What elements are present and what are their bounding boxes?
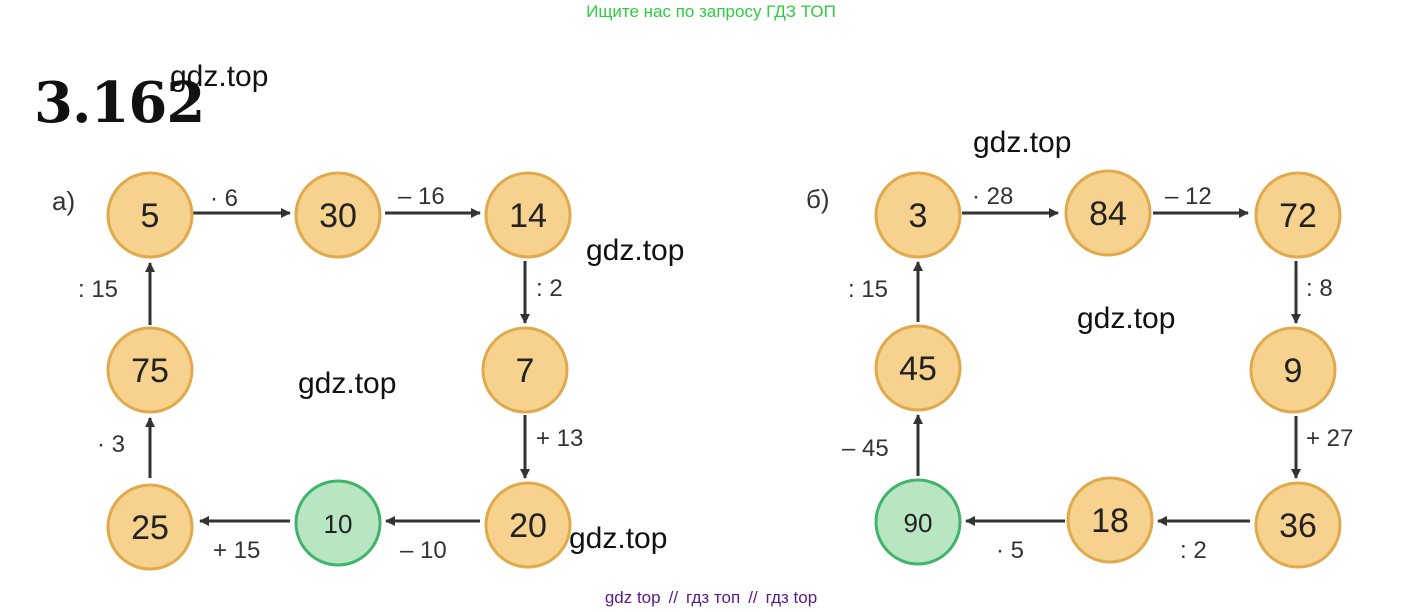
op-label: + 15	[213, 537, 260, 564]
node: 18	[1066, 476, 1154, 564]
watermark: gdz.top	[1077, 302, 1176, 335]
node: 7	[481, 326, 569, 414]
watermark: gdz.top	[973, 126, 1072, 159]
svg-text:3: 3	[909, 197, 928, 235]
part-b-label: б)	[806, 184, 830, 214]
node: 3	[874, 171, 962, 259]
op-label: – 16	[398, 183, 445, 210]
svg-text:72: 72	[1279, 197, 1317, 235]
svg-text:10: 10	[324, 509, 353, 539]
svg-text:75: 75	[131, 352, 169, 390]
node: 20	[484, 481, 572, 569]
diagram-a: а) · 6 – 16 : 2 + 13 – 10 + 15 · 3 : 15 …	[52, 171, 583, 571]
node: 30	[294, 171, 382, 259]
op-label: + 13	[536, 425, 583, 452]
svg-text:84: 84	[1089, 195, 1127, 233]
svg-text:45: 45	[899, 350, 937, 388]
footer-link[interactable]: gdz top	[604, 588, 661, 607]
svg-text:5: 5	[141, 197, 160, 235]
svg-text:18: 18	[1091, 502, 1129, 540]
node: 36	[1254, 481, 1342, 569]
problem-number: 3.162	[34, 70, 205, 136]
node: 14	[484, 171, 572, 259]
svg-text:20: 20	[509, 507, 547, 545]
svg-text:90: 90	[904, 508, 933, 538]
svg-text:30: 30	[319, 197, 357, 235]
footer-separator: //	[668, 588, 679, 607]
footer-link[interactable]: гдз top	[765, 588, 818, 607]
footer-separator: //	[748, 588, 758, 607]
part-a-label: а)	[52, 186, 75, 216]
watermark: gdz.top	[298, 367, 397, 400]
op-label: : 15	[78, 276, 118, 303]
node: 5	[106, 171, 194, 259]
footer: gdz top // гдз топ // гдз top	[0, 588, 1422, 608]
node: 72	[1254, 171, 1342, 259]
diagram-b: б) · 28 – 12 : 8 + 27 : 2 · 5 – 45 : 15 …	[806, 169, 1353, 569]
op-label: : 8	[1306, 275, 1333, 302]
op-label: · 3	[97, 431, 125, 458]
node: 75	[106, 326, 194, 414]
node: 9	[1249, 326, 1337, 414]
op-label: : 2	[1180, 537, 1207, 564]
node: 45	[874, 324, 962, 412]
watermark: gdz.top	[586, 234, 685, 267]
op-label: – 45	[842, 435, 889, 462]
op-label: · 5	[996, 537, 1024, 564]
node: 25	[106, 483, 194, 571]
op-label: – 12	[1165, 183, 1212, 210]
footer-link[interactable]: гдз топ	[686, 588, 741, 607]
op-label: : 2	[536, 275, 563, 302]
op-label: + 27	[1306, 425, 1353, 452]
svg-text:36: 36	[1279, 507, 1317, 545]
watermark: gdz.top	[569, 522, 668, 555]
svg-text:14: 14	[509, 197, 547, 235]
node-start: 90	[874, 478, 962, 566]
op-label: · 28	[972, 183, 1013, 210]
svg-text:25: 25	[131, 509, 169, 547]
svg-text:7: 7	[516, 352, 535, 390]
top-banner: Ищите нас по запросу ГДЗ ТОП	[586, 2, 836, 21]
svg-text:9: 9	[1284, 352, 1303, 390]
node: 84	[1064, 169, 1152, 257]
node-start: 10	[294, 479, 382, 567]
watermark: gdz.top	[170, 60, 269, 93]
op-label: : 15	[848, 276, 888, 303]
op-label: – 10	[400, 537, 447, 564]
op-label: · 6	[210, 185, 238, 212]
